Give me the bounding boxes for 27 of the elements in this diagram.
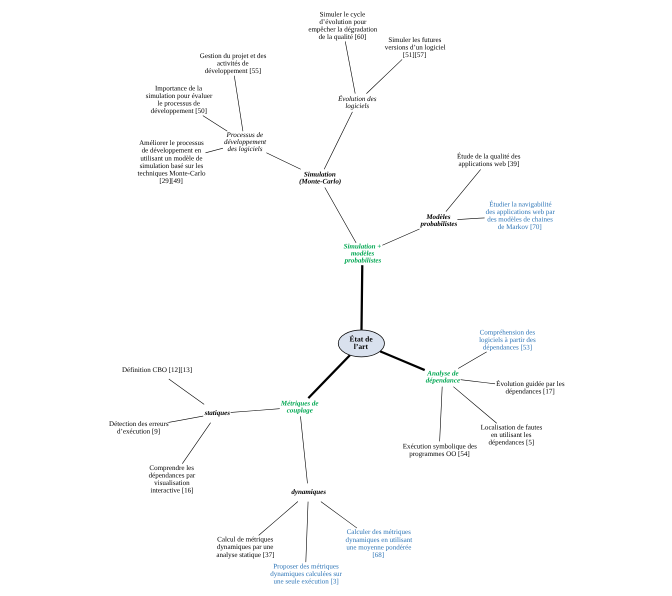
connector [234,75,244,132]
connector [230,408,280,413]
connector [324,187,356,244]
connector [344,41,356,94]
node-ellipse: État de l’art [338,330,385,358]
connector [168,378,204,405]
connector [366,59,402,94]
connector [182,422,211,464]
connector [168,416,204,423]
connector [324,112,353,170]
connector [266,152,302,170]
connector [202,115,228,132]
connector [258,501,298,536]
connector [380,350,426,372]
connector [300,416,308,484]
connector [360,265,364,330]
connector [458,352,487,369]
connector [439,386,442,442]
connector [457,218,485,220]
connector [453,386,498,424]
connector [382,228,420,246]
connector [446,169,481,212]
connector [320,501,358,528]
connector [205,148,224,154]
connector [460,379,496,384]
connector [306,501,308,562]
connector [308,354,351,399]
